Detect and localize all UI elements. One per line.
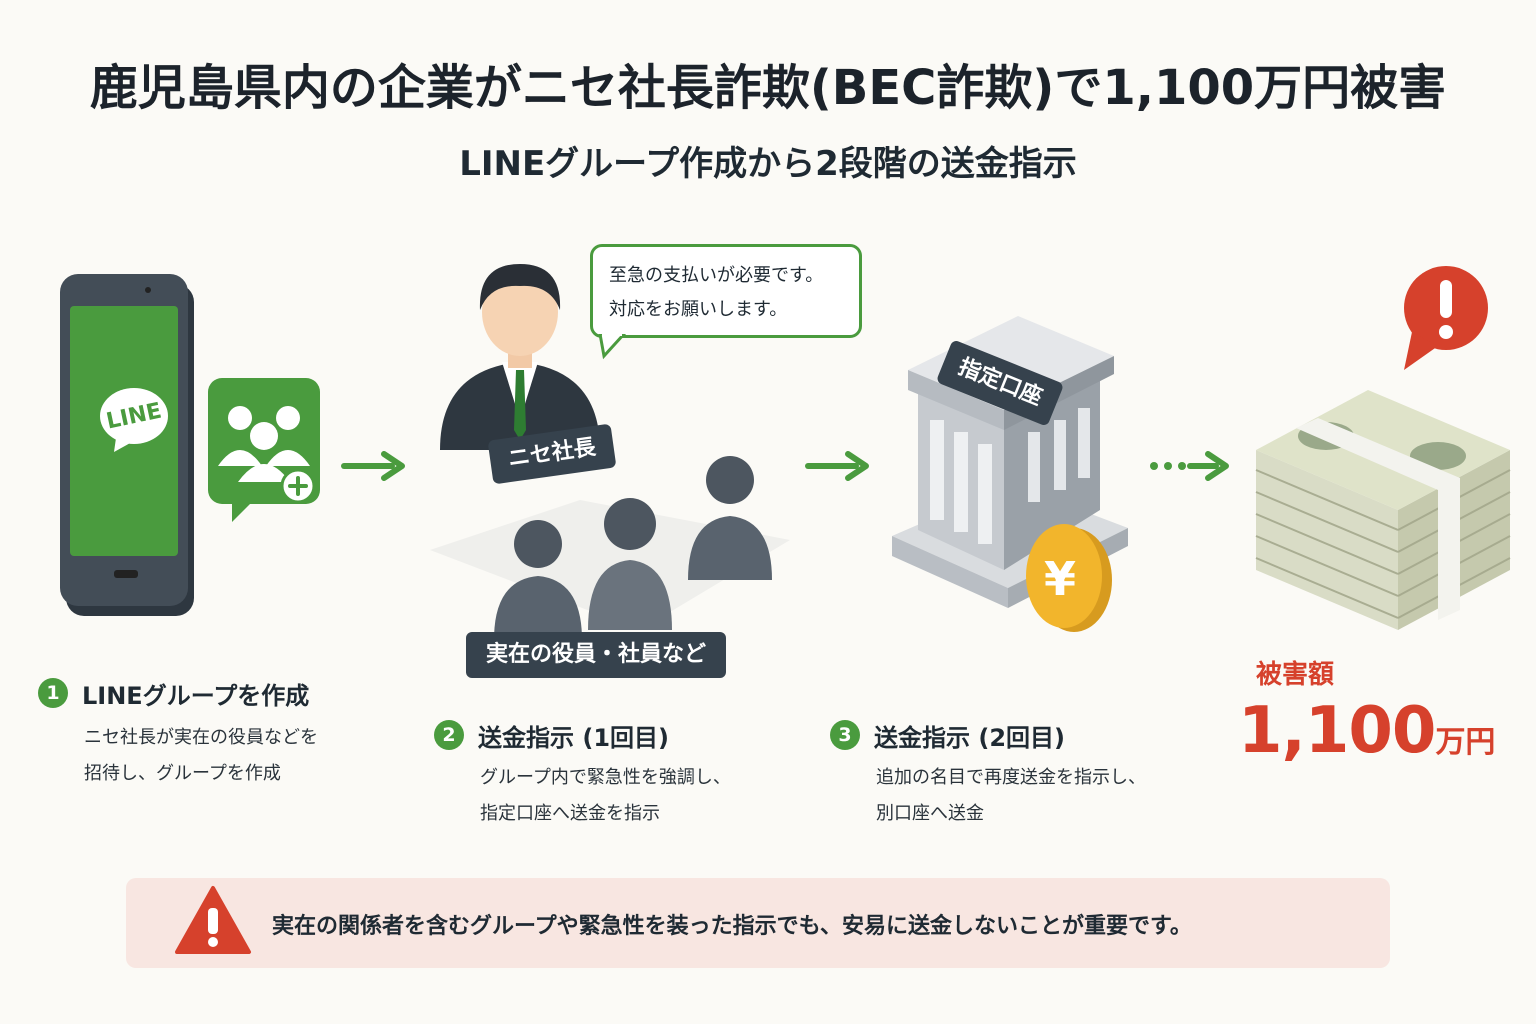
employees-icon — [430, 456, 790, 640]
arrow-right-icon — [1150, 451, 1229, 481]
page-subtitle: LINEグループ作成から2段階の送金指示 — [459, 144, 1077, 184]
yen-coin-icon — [1026, 524, 1112, 632]
step-2-number: 2 — [434, 720, 464, 750]
arrow-right-icon — [341, 451, 405, 481]
yen-symbol: ¥ — [1044, 552, 1077, 606]
arrow-right-icon — [805, 451, 869, 481]
step-3-desc-1: 追加の名目で再度送金を指示し、 — [876, 767, 1146, 788]
damage-label: 被害額 — [1256, 660, 1335, 690]
group-members-label: 実在の役員・社員など — [466, 632, 726, 678]
step-2-title: 送金指示 (1回目) — [478, 724, 669, 752]
step-1-desc-2: 招待し、グループを作成 — [84, 763, 281, 784]
group-add-icon — [208, 378, 320, 522]
damage-amount: 1,100万円 — [1238, 694, 1495, 768]
page-title: 鹿児島県内の企業がニセ社長詐欺(BEC詐欺)で1,100万円被害 — [89, 60, 1447, 116]
speech-line-1: 至急の支払いが必要です。 — [609, 265, 824, 286]
warning-box — [126, 878, 1390, 968]
ceo-speech-bubble: 至急の支払いが必要です。 対応をお願いします。 — [590, 244, 862, 338]
warning-text: 実在の関係者を含むグループや緊急性を装った指示でも、安易に送金しないことが重要で… — [272, 914, 1192, 939]
damage-amount-number: 1,100 — [1238, 694, 1436, 768]
step-1-number: 1 — [38, 678, 68, 708]
step-2-desc-2: 指定口座へ送金を指示 — [480, 803, 660, 824]
step-1-desc-1: ニセ社長が実在の役員などを — [84, 727, 318, 748]
exclamation-icon — [1404, 266, 1488, 370]
businessman-icon — [440, 264, 600, 450]
money-stack-icon — [1255, 390, 1511, 630]
bubble-tail — [598, 334, 627, 360]
speech-line-2: 対応をお願いします。 — [609, 299, 788, 320]
line-logo-icon — [100, 388, 168, 452]
damage-amount-unit: 万円 — [1435, 725, 1496, 760]
step-3-title: 送金指示 (2回目) — [874, 724, 1065, 752]
step-3-number: 3 — [830, 720, 860, 750]
warning-icon — [175, 886, 251, 954]
step-2-desc-1: グループ内で緊急性を強調し、 — [480, 767, 731, 788]
step-3-desc-2: 別口座へ送金 — [876, 803, 984, 824]
step-1-title: LINEグループを作成 — [82, 682, 310, 710]
